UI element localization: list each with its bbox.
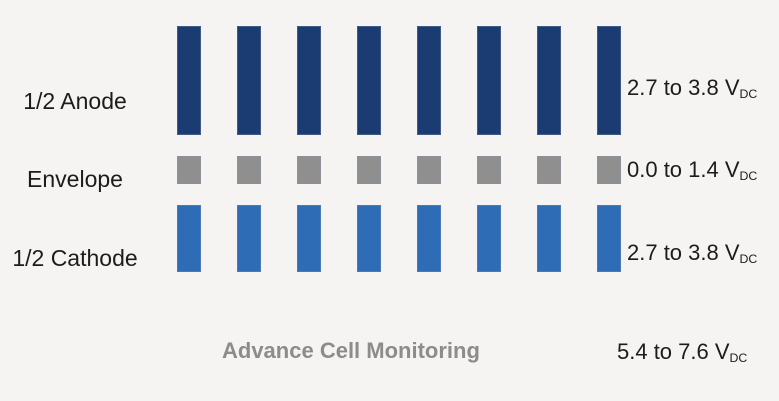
envelope-bar [417, 156, 441, 184]
cathode-bar [237, 205, 261, 272]
anode-voltage-range: 2.7 to 3.8 VDC [627, 73, 757, 103]
anode-bar [357, 26, 381, 135]
cathode-voltage-range-text: 2.7 to 3.8 V [627, 240, 740, 265]
envelope-bar [357, 156, 381, 184]
anode-bar [297, 26, 321, 135]
envelope-bar [177, 156, 201, 184]
anode-bar [597, 26, 621, 135]
envelope-bar [537, 156, 561, 184]
cathode-row: 1/2 Cathode 2.7 to 3.8 VDC [0, 205, 779, 272]
envelope-bar [477, 156, 501, 184]
envelope-bars [177, 156, 621, 184]
envelope-bar [237, 156, 261, 184]
anode-bar [477, 26, 501, 135]
envelope-voltage-range-subscript: DC [739, 168, 758, 183]
cathode-bar [177, 205, 201, 272]
footer-title: Advance Cell Monitoring [222, 338, 480, 363]
envelope-row: Envelope 0.0 to 1.4 VDC [0, 155, 779, 192]
anode-bar [417, 26, 441, 135]
envelope-voltage-range-text: 0.0 to 1.4 V [627, 157, 740, 182]
envelope-bar [297, 156, 321, 184]
anode-label: 1/2 Anode [23, 88, 127, 114]
cathode-voltage-range-subscript: DC [739, 251, 758, 266]
anode-bars [177, 26, 621, 135]
cathode-label: 1/2 Cathode [12, 245, 138, 271]
anode-voltage-range-text: 2.7 to 3.8 V [627, 75, 740, 100]
anode-bar [237, 26, 261, 135]
anode-bar [177, 26, 201, 135]
anode-row: 1/2 Anode 2.7 to 3.8 VDC [0, 26, 779, 135]
anode-bar [537, 26, 561, 135]
total-voltage-range-text: 5.4 to 7.6 V [617, 339, 730, 364]
cathode-bar [537, 205, 561, 272]
envelope-bar [597, 156, 621, 184]
total-voltage-range: 5.4 to 7.6 VDC [617, 337, 747, 367]
cathode-voltage-range: 2.7 to 3.8 VDC [627, 238, 757, 268]
anode-voltage-range-subscript: DC [739, 86, 758, 101]
cathode-bar [597, 205, 621, 272]
cathode-bars [177, 205, 621, 272]
total-voltage-range-subscript: DC [729, 350, 748, 365]
cathode-bar [477, 205, 501, 272]
cathode-bar [297, 205, 321, 272]
envelope-label: Envelope [27, 166, 123, 192]
envelope-voltage-range: 0.0 to 1.4 VDC [627, 155, 757, 185]
cathode-bar [357, 205, 381, 272]
cathode-bar [417, 205, 441, 272]
